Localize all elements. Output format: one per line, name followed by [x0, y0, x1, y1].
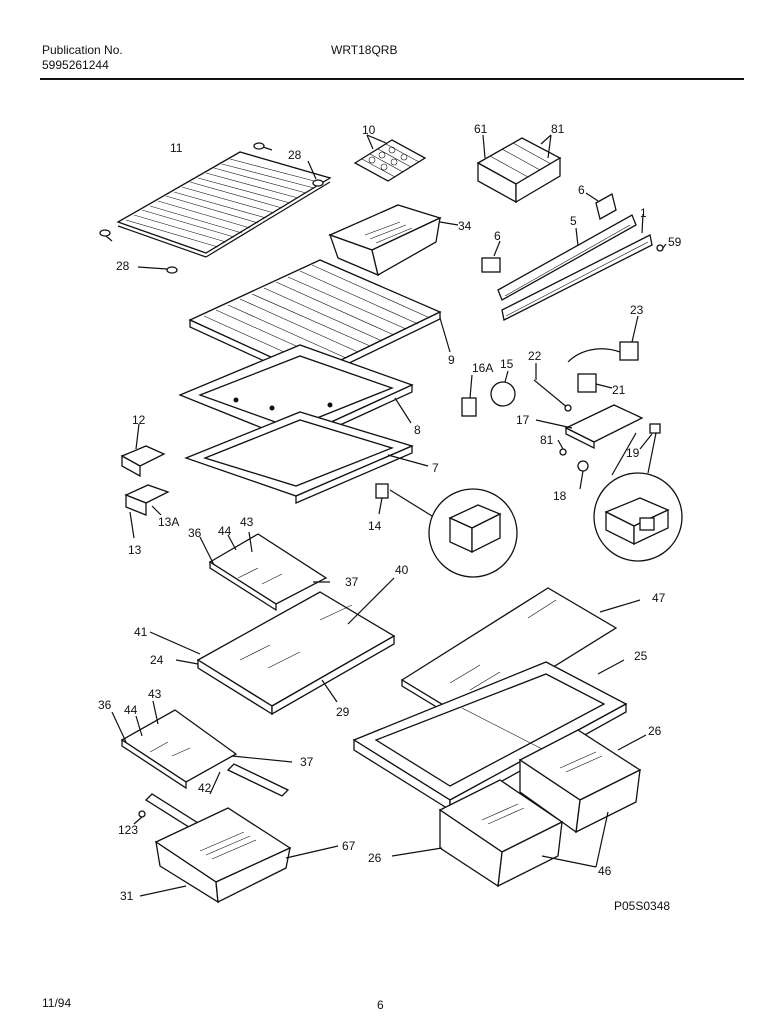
callout-11: 11 [170, 141, 183, 155]
diagram-code: P05S0348 [614, 899, 671, 913]
callout-34: 34 [458, 219, 472, 233]
callout-37: 37 [300, 755, 314, 769]
callout-1: 1 [640, 206, 647, 220]
callout-44: 44 [218, 524, 232, 538]
callout-24: 24 [150, 653, 164, 667]
part-small-glass-shelf-lower [111, 700, 293, 790]
revision-date: 11/94 [42, 996, 72, 1010]
callout-41: 41 [134, 625, 148, 639]
part-large-glass-shelf [149, 577, 396, 716]
part-crisper-drawer-right [518, 729, 647, 834]
callout-16a: 16A [472, 361, 493, 375]
callout-26: 26 [368, 851, 382, 865]
callout-37: 37 [345, 575, 359, 589]
callout-28: 28 [116, 259, 130, 273]
callout-67: 67 [342, 839, 356, 853]
callout-14: 14 [368, 519, 382, 533]
part-deli-drawer [328, 204, 459, 277]
callout-8: 8 [414, 423, 421, 437]
callout-6: 6 [578, 183, 585, 197]
callout-28: 28 [288, 148, 302, 162]
callout-36: 36 [98, 698, 112, 712]
part-shelf-supports [120, 423, 389, 539]
callout-44: 44 [124, 703, 138, 717]
callout-47: 47 [652, 591, 666, 605]
shelf-support-clips [99, 142, 324, 274]
callout-5: 5 [570, 214, 577, 228]
part-shelf-rails [481, 192, 667, 321]
callout-19: 19 [626, 446, 640, 460]
callout-46: 46 [598, 864, 612, 878]
callout-26: 26 [648, 724, 662, 738]
callout-43: 43 [240, 515, 254, 529]
callout-36: 36 [188, 526, 202, 540]
callout-10: 10 [362, 123, 376, 137]
callout-18: 18 [553, 489, 567, 503]
callout-15: 15 [500, 357, 514, 371]
callout-7: 7 [432, 461, 439, 475]
callout-81: 81 [551, 122, 565, 136]
callout-59: 59 [668, 235, 682, 249]
callout-40: 40 [395, 563, 409, 577]
callout-6: 6 [494, 229, 501, 243]
page-number: 6 [377, 998, 384, 1012]
part-small-glass-shelf-upper [199, 531, 330, 612]
publication-number: 5995261244 [42, 58, 109, 72]
callout-25: 25 [634, 649, 648, 663]
callout-42: 42 [198, 781, 212, 795]
callout-labels: 1 5 6 6 7 8 9 10 11 12 13 13A 14 15 16A … [98, 122, 682, 903]
header-rule [40, 78, 744, 80]
part-dairy-compartment [476, 134, 562, 204]
callout-23: 23 [630, 303, 644, 317]
callout-17: 17 [516, 413, 530, 427]
model-number: WRT18QRB [331, 43, 398, 57]
callout-13a: 13A [158, 515, 179, 529]
part-drawer-slide-rails [133, 763, 290, 835]
callout-21: 21 [612, 383, 626, 397]
part-wire-shelf [116, 151, 332, 258]
detail-view-lamp-socket [389, 488, 518, 578]
part-light-assembly [461, 315, 661, 490]
callout-123: 123 [118, 823, 138, 837]
part-crisper-drawer-left [139, 807, 339, 904]
callout-9: 9 [448, 353, 455, 367]
detail-view-light-switch [593, 432, 683, 562]
part-crisper-cover-frame [184, 411, 429, 504]
publication-label: Publication No. [42, 43, 123, 57]
callout-81: 81 [540, 433, 554, 447]
callout-61: 61 [474, 122, 488, 136]
callout-31: 31 [120, 889, 134, 903]
part-crisper-drawer-center [391, 779, 609, 888]
callout-12: 12 [132, 413, 146, 427]
callout-29: 29 [336, 705, 350, 719]
callout-13: 13 [128, 543, 142, 557]
callout-43: 43 [148, 687, 162, 701]
callout-22: 22 [528, 349, 542, 363]
part-egg-tray [353, 134, 427, 182]
